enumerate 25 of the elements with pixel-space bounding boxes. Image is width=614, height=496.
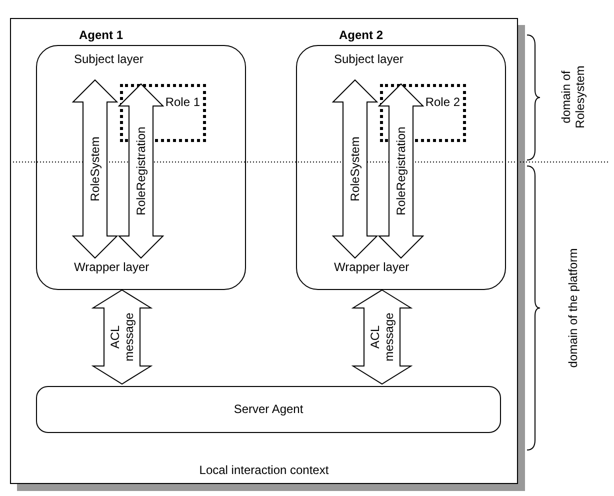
domain-label: domain of the platform	[565, 247, 581, 370]
agent-heading: Agent 2	[339, 28, 384, 42]
edge-label: ACL message	[107, 312, 137, 364]
agent-heading: Agent 1	[79, 28, 124, 42]
block-arrow	[351, 289, 413, 385]
panel-title: Local interaction context	[198, 463, 330, 477]
layer-label: Wrapper layer	[334, 260, 410, 274]
server-box	[36, 386, 501, 433]
role-label: Role 1	[165, 95, 200, 109]
server-label: Server Agent	[232, 402, 304, 416]
layer-label: Subject layer	[74, 52, 144, 66]
edge-label: RoleRegistration	[393, 126, 409, 218]
domain-label: domain of Rolesystem	[558, 64, 588, 130]
edge-label: RoleSystem	[347, 136, 363, 204]
layer-label: Subject layer	[334, 52, 404, 66]
layer-label: Wrapper layer	[74, 260, 150, 274]
block-arrow	[72, 79, 118, 259]
block-arrow	[332, 79, 378, 259]
block-arrow	[378, 83, 424, 259]
block-arrow	[91, 289, 153, 385]
edge-label: RoleSystem	[87, 136, 103, 204]
block-arrow	[118, 83, 164, 259]
edge-label: RoleRegistration	[133, 126, 149, 218]
edge-label: ACL message	[367, 312, 397, 364]
role-label: Role 2	[425, 95, 460, 109]
